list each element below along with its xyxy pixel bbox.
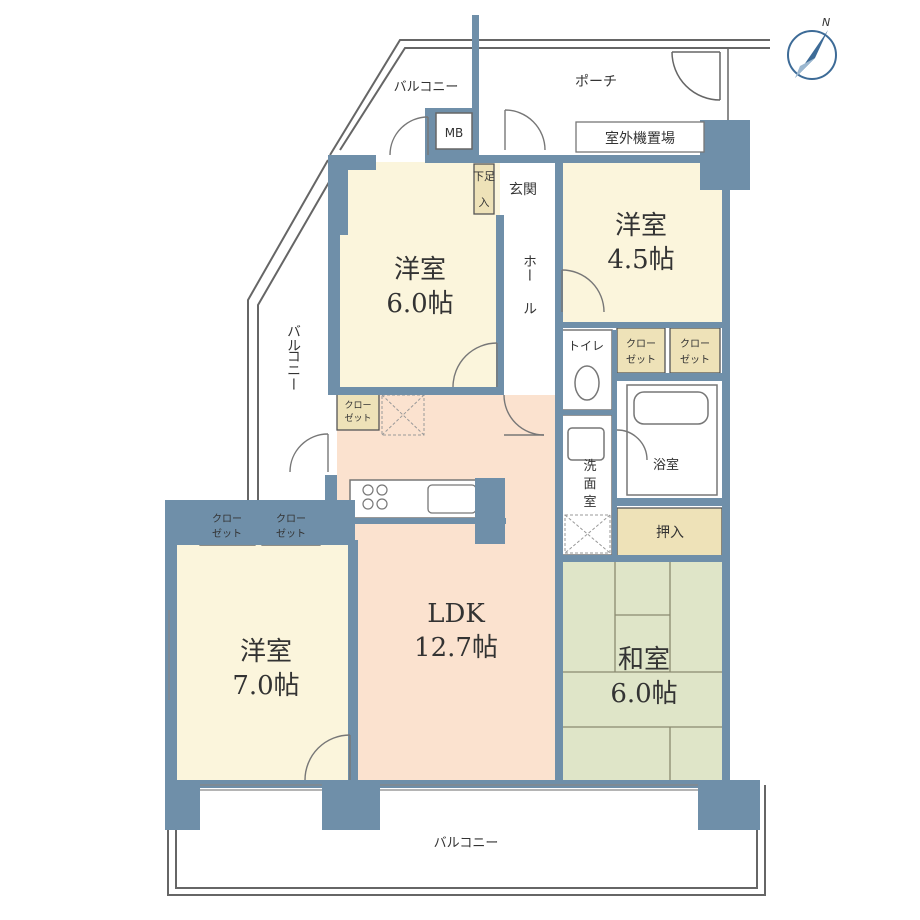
hall-floor bbox=[502, 220, 556, 390]
hall-label-1: ホー bbox=[521, 254, 537, 282]
compass-icon: N bbox=[787, 16, 837, 80]
washroom-label-3: 室 bbox=[583, 494, 596, 510]
toilet-fixture bbox=[574, 365, 600, 401]
mb-box bbox=[435, 112, 473, 150]
closet-d-line1: クロー bbox=[626, 338, 656, 350]
window-lines bbox=[168, 610, 698, 791]
western-room-7-size: 7.0帖 bbox=[232, 671, 299, 701]
oshiire-label: 押入 bbox=[656, 525, 684, 541]
western-room-45-size: 4.5帖 bbox=[607, 245, 674, 275]
ldk-floor bbox=[337, 395, 555, 780]
closet-b-line2: ゼット bbox=[276, 528, 306, 540]
outdoor-unit-label: 室外機置場 bbox=[605, 130, 675, 147]
shoe-storage-label-2: 入 bbox=[479, 196, 490, 209]
bath-label: 浴室 bbox=[653, 457, 679, 473]
washroom-label-1: 洗 bbox=[583, 459, 596, 474]
western-room-45-floor bbox=[562, 162, 724, 322]
japanese-room-size: 6.0帖 bbox=[610, 679, 677, 709]
japanese-room-floor bbox=[562, 562, 724, 780]
tatami-lines bbox=[562, 562, 724, 780]
porch-label: ポーチ bbox=[575, 74, 617, 90]
japanese-room-name: 和室 bbox=[618, 645, 670, 675]
closet-c-line1: クロー bbox=[344, 400, 371, 411]
closet-small-left bbox=[336, 392, 380, 431]
closet-45-a bbox=[616, 327, 666, 374]
porch-door bbox=[671, 48, 729, 120]
compass-north-label: N bbox=[822, 16, 830, 29]
western-room-6-name: 洋室 bbox=[394, 255, 446, 285]
bathtub bbox=[633, 391, 709, 425]
washroom-label-2: 面 bbox=[583, 477, 596, 492]
outdoor-unit-area bbox=[575, 121, 705, 153]
balcony-bottom-label: バルコニー bbox=[434, 836, 499, 851]
closet-45-b bbox=[669, 327, 721, 374]
door-arcs bbox=[289, 109, 648, 781]
hall-label-2: ル bbox=[521, 301, 537, 315]
closet-a-line2: ゼット bbox=[212, 528, 242, 540]
stove-burners bbox=[362, 484, 388, 510]
mb-label: MB bbox=[445, 126, 464, 140]
toilet-label: トイレ bbox=[568, 339, 604, 353]
balcony-left-label-2: コニー bbox=[285, 349, 301, 391]
balcony-top-label: バルコニー bbox=[394, 80, 459, 95]
entrance-label: 玄関 bbox=[509, 181, 537, 198]
closet-e-line1: クロー bbox=[680, 338, 710, 350]
ldk-size: 12.7帖 bbox=[414, 633, 498, 663]
closet-b-line1: クロー bbox=[276, 513, 306, 525]
wall-column-top bbox=[472, 15, 479, 160]
closet-c-line2: ゼット bbox=[344, 412, 371, 424]
shoe-storage-label-1: 下足 bbox=[473, 170, 495, 183]
western-room-7-floor bbox=[176, 545, 352, 780]
closet-d-line2: ゼット bbox=[626, 354, 656, 366]
closet-a-line1: クロー bbox=[212, 513, 242, 525]
western-room-6-size: 6.0帖 bbox=[386, 289, 453, 319]
western-room-7-name: 洋室 bbox=[240, 637, 292, 667]
ldk-name: LDK bbox=[427, 599, 485, 629]
kitchen-sink bbox=[427, 484, 477, 514]
western-room-45-name: 洋室 bbox=[615, 211, 667, 241]
balcony-outlines bbox=[167, 39, 770, 896]
closet-labels: クロー ゼット クロー ゼット クロー ゼット クロー ゼット クロー ゼット bbox=[212, 338, 710, 540]
balcony-left-label-1: バル bbox=[285, 324, 301, 352]
closet-e-line2: ゼット bbox=[680, 354, 710, 366]
shoe-storage bbox=[473, 163, 495, 215]
washbasin bbox=[567, 427, 605, 461]
